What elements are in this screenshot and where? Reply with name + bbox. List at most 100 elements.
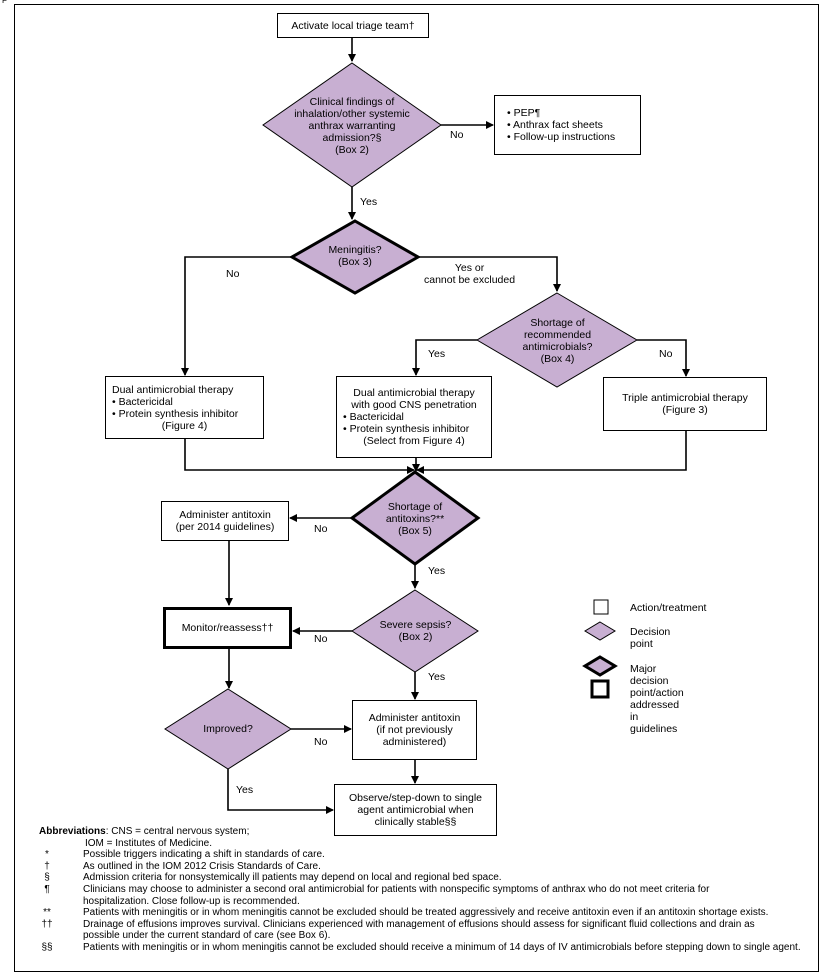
clinical-line-0: Clinical findings of xyxy=(309,96,395,108)
footnote-symbol: ¶ xyxy=(44,883,50,895)
dual_left-line-1: • Bactericidal xyxy=(112,395,173,408)
improved-decision: Improved? xyxy=(182,718,274,740)
footnote-symbol: † xyxy=(44,860,50,872)
dual_cns-line-3: • Protein synthesis inhibitor xyxy=(343,423,470,435)
edge-shortage-triple xyxy=(637,339,690,377)
dual_cns-line-4: (Select from Figure 4) xyxy=(363,435,465,447)
severe-sepsis-diamond xyxy=(351,589,479,673)
footnote-text: Drainage of effusions improves survival.… xyxy=(83,918,755,930)
dual-antimicrobial-box: Dual antimicrobial therapy• Bactericidal… xyxy=(105,376,264,439)
improved-line-0: Improved? xyxy=(203,723,253,735)
abbreviations-line: Abbreviations: CNS = central nervous sys… xyxy=(39,826,814,838)
legend-major-text: Major decision point/action addressed in… xyxy=(630,663,684,735)
footnote-text: Clinicians may choose to administer a se… xyxy=(83,883,710,895)
monitor-line-0: Monitor/reassess†† xyxy=(181,622,274,634)
triple-line-0: Triple antimicrobial therapy xyxy=(622,392,748,404)
legend-major-line2: addressed in guidelines xyxy=(630,699,680,735)
footnote-symbol: § xyxy=(44,872,50,884)
clinical-yes-label: Yes xyxy=(360,196,378,208)
shortage_antimicrobials-line-1: recommended xyxy=(523,329,592,341)
abbreviations-label: Abbreviations xyxy=(39,826,106,837)
administer_if_not-line-2: administered) xyxy=(382,736,447,748)
meningitis-line-0: Meningitis? xyxy=(328,244,382,256)
administer-2014-box: Administer antitoxin(per 2014 guidelines… xyxy=(161,501,289,541)
footnote-symbol: †† xyxy=(41,918,53,930)
severe-sepsis-decision: Severe sepsis?(Box 2) xyxy=(368,614,463,648)
administer_if_not-line-0: Administer antitoxin xyxy=(368,712,461,724)
abbreviations-cns: : CNS = central nervous system; xyxy=(105,826,250,837)
administer_2014-line-1: (per 2014 guidelines) xyxy=(175,521,275,533)
footnote-list: *Possible triggers indicating a shift in… xyxy=(39,849,814,953)
footnote-symbol: ** xyxy=(43,907,51,919)
shortage_antitoxins-line-2: (Box 5) xyxy=(398,525,432,537)
improved-diamond xyxy=(164,688,292,770)
footnote-item: *Possible triggers indicating a shift in… xyxy=(39,849,814,861)
edge-improved-observe xyxy=(227,769,334,814)
shortage_antitoxins-line-1: antitoxins?** xyxy=(385,513,445,525)
sepsis-yes-label: Yes xyxy=(428,671,446,683)
triple-line-1: (Figure 3) xyxy=(662,404,708,416)
severe_sepsis-line-0: Severe sepsis? xyxy=(379,619,452,631)
legend-action-square xyxy=(593,599,609,615)
clinical-line-1: inhalation/other systemic xyxy=(294,108,410,120)
shortage_antimicrobials-line-3: (Box 4) xyxy=(540,353,575,365)
observe-line-1: agent antimicrobial when xyxy=(357,804,474,816)
shortage-antitoxins-yes-label: Yes xyxy=(428,565,446,577)
edge-meningitis-shortage xyxy=(418,256,561,292)
dual_cns-line-0: Dual antimicrobial therapy xyxy=(353,387,475,399)
footnote-item: † As outlined in the IOM 2012 Crisis Stan… xyxy=(39,861,814,873)
footnote-text: possible under the current standard of c… xyxy=(83,930,331,942)
clinical-line-3: admission?§ xyxy=(322,132,382,144)
pep-line-0: • PEP¶ xyxy=(507,107,541,119)
observe-line-0: Observe/step-down to single xyxy=(348,792,483,804)
footnotes-section: Abbreviations: CNS = central nervous sys… xyxy=(39,826,814,954)
sepsis-no-label: No xyxy=(314,633,328,645)
footnote-item: ¶ Clinicians may choose to administer a s… xyxy=(39,884,814,907)
figure-frame xyxy=(14,4,819,972)
shortage-antimicrobials-diamond xyxy=(476,292,638,388)
meningitis-no-label: No xyxy=(226,268,240,280)
meningitis-diamond xyxy=(288,219,422,295)
meningitis-decision: Meningitis?(Box 3) xyxy=(310,238,400,274)
footnote-text: As outlined in the IOM 2012 Crisis Stand… xyxy=(83,860,321,872)
legend-action-text: Action/treatment xyxy=(630,602,707,614)
meningitis-yes-label: Yes or cannot be excluded xyxy=(424,262,515,286)
clinical-no-label: No xyxy=(450,129,464,141)
clinical-line-2: anthrax warranting xyxy=(308,120,396,132)
figure-label: F xyxy=(2,0,7,5)
footnote-symbol: §§ xyxy=(41,941,53,953)
severe_sepsis-line-1: (Box 2) xyxy=(398,631,433,643)
footnote-item: §§ Patients with meningitis or in whom me… xyxy=(39,942,814,954)
legend-major-diamond xyxy=(582,655,618,677)
shortage_antimicrobials-line-0: Shortage of xyxy=(530,317,585,329)
dual_cns-line-1: with good CNS penetration xyxy=(351,399,477,411)
meningitis-yes-line1: Yes or xyxy=(454,262,485,274)
footnote-item: ** Patients with meningitis or in whom me… xyxy=(39,907,814,919)
monitor-reassess-box: Monitor/reassess†† xyxy=(163,607,292,649)
footnote-text: Admission criteria for nonsystemically i… xyxy=(83,872,502,884)
triple-antimicrobial-box: Triple antimicrobial therapy(Figure 3) xyxy=(603,377,767,431)
footnote-text: Patients with meningitis or in whom meni… xyxy=(83,941,801,953)
shortage-antimicrobials-no-label: No xyxy=(659,348,673,360)
pep-line-2: • Follow-up instructions xyxy=(507,131,616,143)
shortage_antimicrobials-line-2: antimicrobials? xyxy=(522,341,593,353)
dual_left-line-2: • Protein synthesis inhibitor xyxy=(112,407,239,420)
activate-line-0: Activate local triage team† xyxy=(291,19,415,32)
administer_if_not-line-1: (if not previously xyxy=(376,724,453,736)
footnote-text: hospitalization. Close follow-up is reco… xyxy=(83,895,300,907)
dual_left-line-3: (Figure 4) xyxy=(161,419,208,432)
edge-shortage-dualcns xyxy=(412,339,477,376)
dual_cns-line-2: • Bactericidal xyxy=(343,411,404,423)
improved-yes-label: Yes xyxy=(236,784,254,796)
edge-meningitis-dual xyxy=(181,256,292,376)
footnote-text: Patients with meningitis or in whom meni… xyxy=(83,907,769,919)
meningitis-yes-line2: cannot be excluded xyxy=(424,274,516,286)
clinical-findings-diamond xyxy=(262,62,442,188)
footnote-item: †† Drainage of effusions improves surviva… xyxy=(39,919,814,942)
